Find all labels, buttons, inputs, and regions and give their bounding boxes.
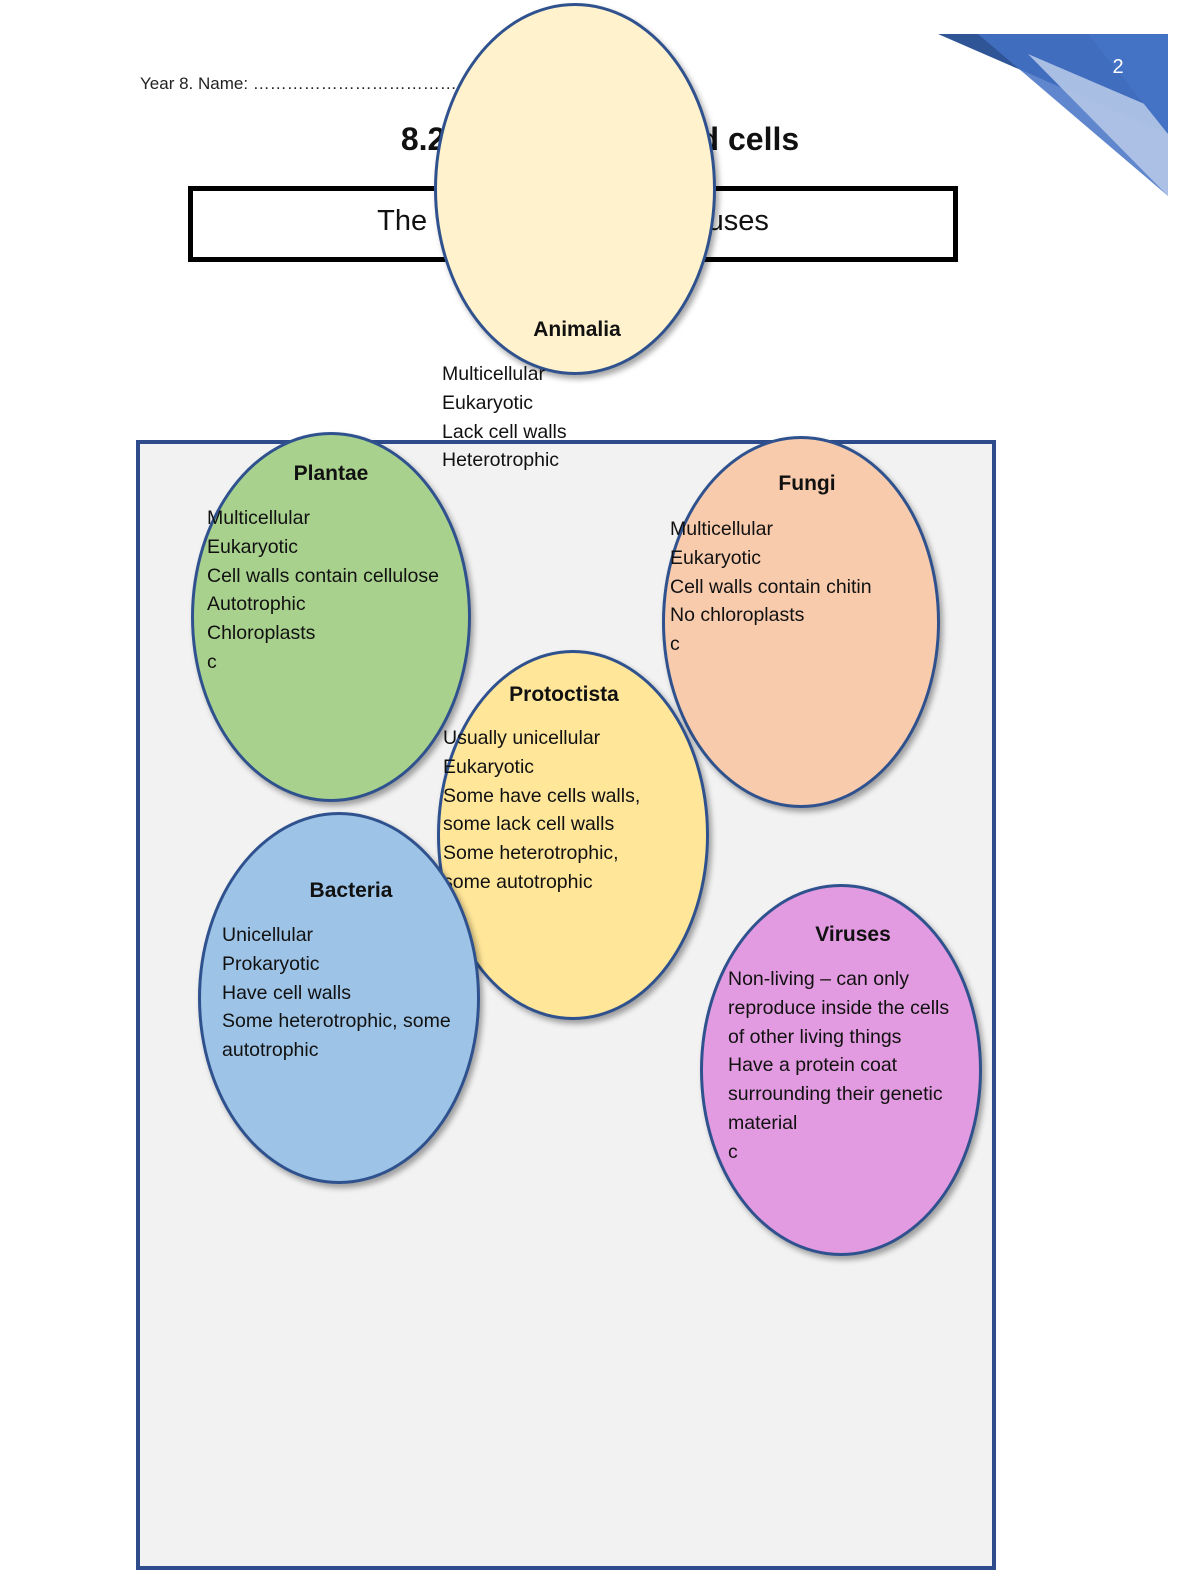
list-item: c bbox=[728, 1140, 738, 1163]
list-item: Lack cell walls bbox=[442, 420, 567, 443]
animalia-oval bbox=[434, 3, 716, 375]
list-item: Have a protein coat bbox=[728, 1054, 898, 1077]
list-item: Chloroplasts bbox=[207, 622, 316, 645]
list-item: Some heterotrophic, some bbox=[222, 1010, 451, 1033]
list-item: Have cell walls bbox=[222, 981, 351, 1004]
fungi-title: Fungi bbox=[778, 472, 836, 495]
page-corner-decoration bbox=[938, 34, 1168, 196]
list-item: of other living things bbox=[728, 1025, 902, 1048]
list-item: autotrophic bbox=[222, 1039, 319, 1062]
viruses-oval bbox=[700, 884, 982, 1256]
name-line: Year 8. Name: …………………………………………… bbox=[140, 74, 542, 93]
list-item: c bbox=[207, 650, 217, 673]
viruses-title: Viruses bbox=[815, 923, 891, 946]
protoctista-title: Protoctista bbox=[509, 683, 619, 706]
list-item: Autotrophic bbox=[207, 593, 306, 616]
list-item: Unicellular bbox=[222, 924, 314, 946]
list-item: surrounding their genetic bbox=[728, 1083, 943, 1106]
bacteria-oval bbox=[198, 812, 480, 1184]
animalia-title: Animalia bbox=[533, 318, 621, 341]
fungi-oval bbox=[662, 436, 940, 808]
animalia-traits: Multicellular Eukaryotic Lack cell walls… bbox=[442, 360, 567, 475]
bacteria-traits: Unicellular Prokaryotic Have cell walls … bbox=[222, 921, 451, 1065]
list-item: Some heterotrophic, bbox=[443, 842, 619, 865]
viruses-traits: Non-living – can only reproduce inside t… bbox=[728, 965, 949, 1167]
list-item: Eukaryotic bbox=[443, 755, 535, 778]
list-item: Cell walls contain cellulose bbox=[207, 564, 439, 587]
plantae-traits: Multicellular Eukaryotic Cell walls cont… bbox=[207, 504, 439, 677]
list-item: Non-living – can only bbox=[728, 968, 910, 990]
plantae-oval bbox=[191, 432, 471, 802]
list-item: Prokaryotic bbox=[222, 952, 320, 975]
list-item: Cell walls contain chitin bbox=[670, 575, 872, 598]
list-item: Some have cells walls, bbox=[443, 784, 641, 807]
list-item: Multicellular bbox=[207, 507, 310, 529]
plantae-title: Plantae bbox=[293, 462, 369, 485]
list-item: material bbox=[728, 1111, 798, 1134]
list-item: No chloroplasts bbox=[670, 604, 805, 627]
protoctista-oval bbox=[437, 650, 709, 1020]
list-item: Usually unicellular bbox=[443, 727, 601, 749]
list-item: Eukaryotic bbox=[442, 391, 534, 414]
list-item: Multicellular bbox=[442, 363, 545, 385]
list-item: Heterotrophic bbox=[442, 449, 560, 472]
list-item: reproduce inside the cells bbox=[728, 996, 950, 1019]
list-item: Eukaryotic bbox=[207, 535, 299, 558]
page-number: 2 bbox=[1112, 56, 1124, 78]
protoctista-traits: Usually unicellular Eukaryotic Some have… bbox=[443, 724, 640, 897]
bacteria-title: Bacteria bbox=[309, 879, 393, 902]
list-item: Multicellular bbox=[670, 518, 773, 540]
list-item: some autotrophic bbox=[443, 870, 593, 893]
fungi-traits: Multicellular Eukaryotic Cell walls cont… bbox=[670, 515, 872, 659]
list-item: c bbox=[670, 633, 680, 656]
list-item: some lack cell walls bbox=[443, 813, 615, 836]
list-item: Eukaryotic bbox=[670, 546, 762, 569]
